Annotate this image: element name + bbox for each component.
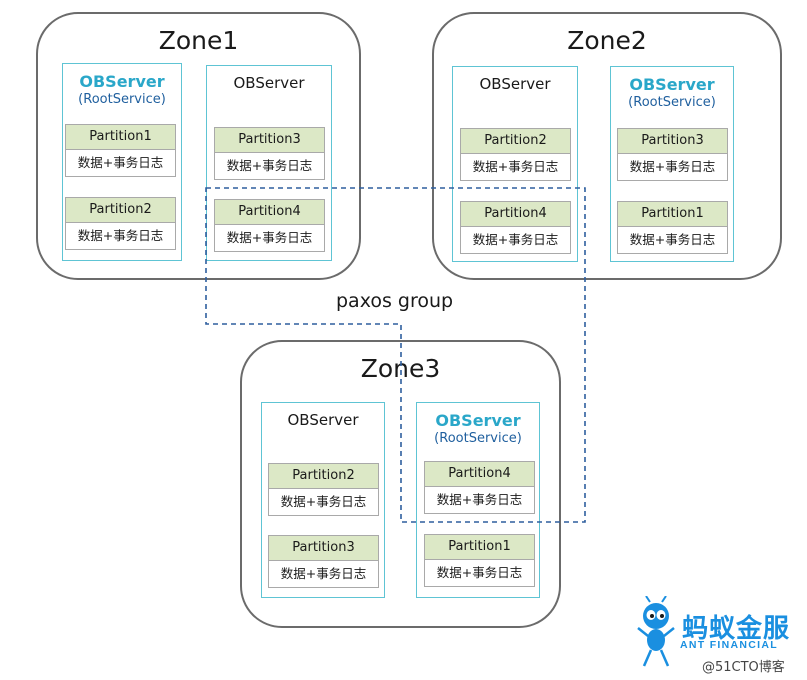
server-name: OBServer (233, 74, 305, 92)
logo-chinese-text: 蚂蚁金服 (682, 614, 791, 644)
partition-label: Partition2 (269, 464, 378, 489)
watermark: @51CTO博客 (702, 660, 785, 675)
observer-rootservice: OBServer (RootService) Partition1 数据+事务日… (62, 63, 182, 261)
partition-box: Partition1 数据+事务日志 (617, 201, 728, 254)
logo-english-text: ANT FINANCIAL (680, 639, 778, 651)
partition-box: Partition1 数据+事务日志 (424, 534, 535, 587)
zone-title: Zone2 (567, 26, 647, 55)
partition-content: 数据+事务日志 (66, 150, 175, 176)
partition-content: 数据+事务日志 (66, 223, 175, 249)
zone-title: Zone1 (158, 26, 239, 55)
ant-financial-logo: 蚂蚁金服 ANT FINANCIAL (632, 596, 802, 676)
partition-box: Partition1 数据+事务日志 (65, 124, 176, 177)
partition-content: 数据+事务日志 (618, 154, 727, 180)
server-name: OBServer (479, 75, 551, 93)
partition-label: Partition3 (215, 128, 324, 153)
partition-label: Partition4 (215, 200, 324, 225)
partition-label: Partition1 (66, 125, 175, 150)
server-name: OBServer (287, 411, 359, 429)
partition-label: Partition2 (461, 129, 570, 154)
partition-content: 数据+事务日志 (215, 153, 324, 179)
observer-rootservice: OBServer (RootService) Partition3 数据+事务日… (610, 66, 734, 262)
partition-content: 数据+事务日志 (269, 561, 378, 587)
partition-box: Partition3 数据+事务日志 (617, 128, 728, 181)
partition-label: Partition1 (425, 535, 534, 560)
partition-content: 数据+事务日志 (618, 227, 727, 253)
observer: OBServer Partition2 数据+事务日志 Partition3 数… (261, 402, 385, 598)
partition-content: 数据+事务日志 (425, 560, 534, 586)
zone-title: Zone3 (360, 354, 441, 383)
partition-label: Partition2 (66, 198, 175, 223)
partition-label: Partition4 (461, 202, 570, 227)
partition-box: Partition4 数据+事务日志 (460, 201, 571, 254)
partition-box: Partition4 数据+事务日志 (424, 461, 535, 514)
server-role: (RootService) (628, 95, 716, 110)
server-name: OBServer (629, 75, 715, 94)
partition-label: Partition3 (269, 536, 378, 561)
partition-content: 数据+事务日志 (461, 154, 570, 180)
server-role: (RootService) (434, 431, 522, 446)
partition-box: Partition2 数据+事务日志 (268, 463, 379, 516)
partition-label: Partition3 (618, 129, 727, 154)
partition-content: 数据+事务日志 (269, 489, 378, 515)
ant-mascot-icon (637, 596, 675, 667)
observer: OBServer Partition2 数据+事务日志 Partition4 数… (452, 66, 578, 262)
observer-rootservice: OBServer (RootService) Partition4 数据+事务日… (416, 402, 540, 598)
partition-box: Partition3 数据+事务日志 (214, 127, 325, 180)
partition-box: Partition2 数据+事务日志 (65, 197, 176, 250)
observer: OBServer Partition3 数据+事务日志 Partition4 数… (206, 65, 332, 261)
partition-box: Partition4 数据+事务日志 (214, 199, 325, 252)
server-name: OBServer (79, 72, 165, 91)
server-role: (RootService) (78, 92, 166, 107)
partition-content: 数据+事务日志 (461, 227, 570, 253)
partition-box: Partition2 数据+事务日志 (460, 128, 571, 181)
partition-label: Partition1 (618, 202, 727, 227)
partition-content: 数据+事务日志 (215, 225, 324, 251)
partition-box: Partition3 数据+事务日志 (268, 535, 379, 588)
server-name: OBServer (435, 411, 521, 430)
partition-label: Partition4 (425, 462, 534, 487)
partition-content: 数据+事务日志 (425, 487, 534, 513)
paxos-group-label: paxos group (336, 290, 454, 312)
